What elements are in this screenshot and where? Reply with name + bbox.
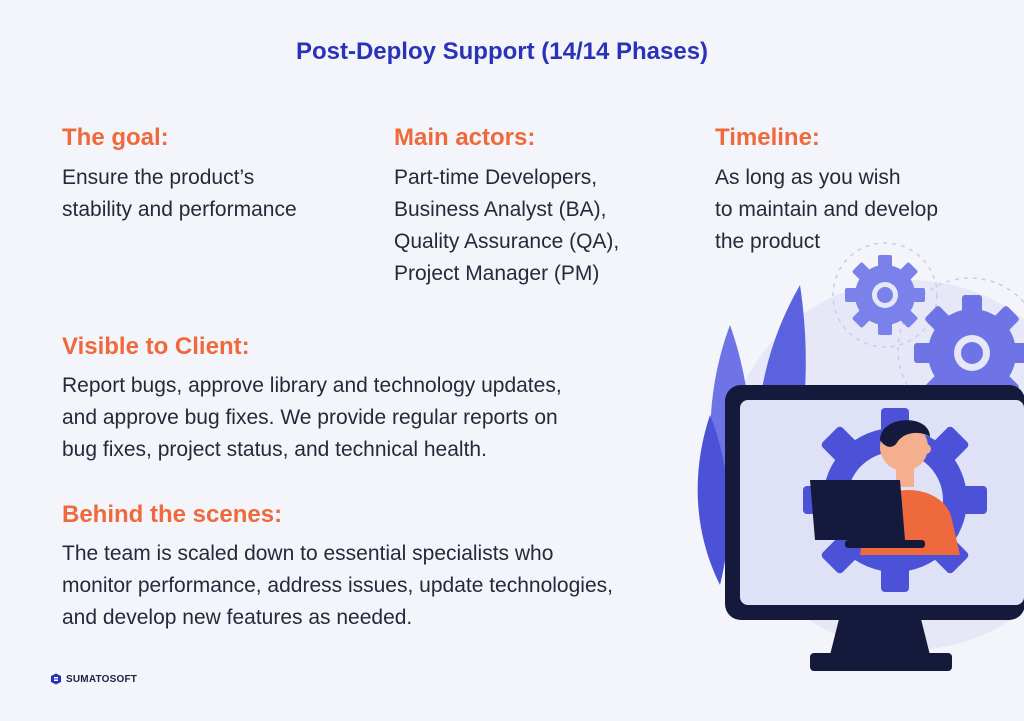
actors-line: Business Analyst (BA),: [394, 198, 607, 221]
brand-name: SUMATOSOFT: [66, 673, 138, 685]
sumatosoft-logo-icon: [51, 673, 61, 685]
timeline-line: As long as you wish: [715, 166, 901, 189]
goal-text: Ensure the product’s stability and perfo…: [62, 162, 297, 226]
goal-line: Ensure the product’s: [62, 166, 255, 189]
actors-line: Project Manager (PM): [394, 262, 600, 285]
gear-icon: [914, 295, 1024, 411]
monitor-base: [810, 653, 952, 671]
leaf-shape: [697, 415, 729, 585]
developer-illustration-icon: [697, 242, 1024, 671]
timeline-heading: Timeline:: [715, 124, 820, 151]
behind-text: The team is scaled down to essential spe…: [62, 538, 613, 634]
behind-line: and develop new features as needed.: [62, 606, 413, 629]
monitor-stand: [830, 615, 930, 655]
timeline-line: to maintain and develop: [715, 198, 938, 221]
orbit-ring: [832, 242, 938, 348]
actors-text: Part-time Developers, Business Analyst (…: [394, 162, 619, 290]
goal-heading: The goal:: [62, 124, 169, 151]
page-title: Post-Deploy Support (14/14 Phases): [295, 38, 709, 65]
visible-line: and approve bug fixes. We provide regula…: [62, 406, 558, 429]
behind-line: monitor performance, address issues, upd…: [62, 574, 613, 597]
actors-line: Quality Assurance (QA),: [394, 230, 620, 253]
actors-heading: Main actors:: [394, 124, 536, 151]
behind-line: The team is scaled down to essential spe…: [62, 542, 554, 565]
visible-line: Report bugs, approve library and technol…: [62, 374, 562, 397]
timeline-line: the product: [715, 230, 821, 253]
gear-icon: [845, 255, 925, 335]
visible-text: Report bugs, approve library and technol…: [62, 370, 562, 466]
visible-heading: Visible to Client:: [62, 333, 250, 360]
brand-logo: SUMATOSOFT: [50, 673, 137, 685]
orbit-ring: [897, 277, 1024, 423]
visible-line: bug fixes, project status, and technical…: [62, 438, 487, 461]
timeline-text: As long as you wish to maintain and deve…: [715, 162, 938, 258]
goal-line: stability and performance: [62, 198, 297, 221]
actors-line: Part-time Developers,: [394, 166, 598, 189]
laptop-icon: [810, 480, 925, 548]
behind-heading: Behind the scenes:: [62, 501, 283, 528]
